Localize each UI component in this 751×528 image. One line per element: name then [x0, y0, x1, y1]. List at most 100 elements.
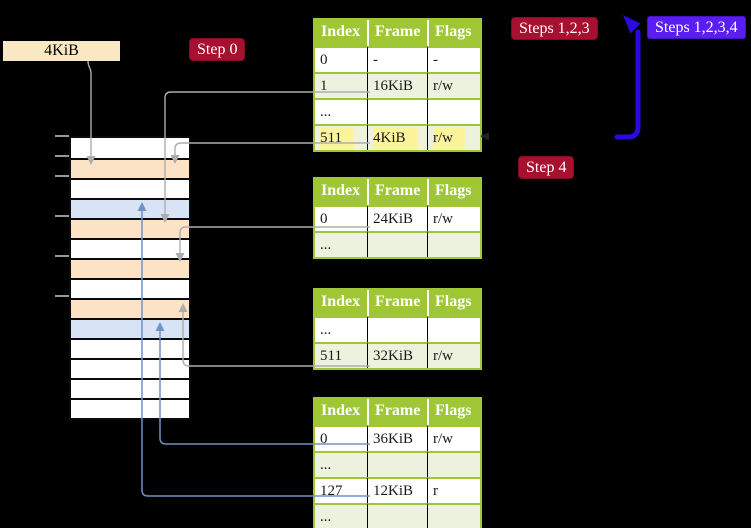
- table-cell-text: ...: [320, 322, 332, 338]
- memory-cell-peach: [71, 158, 189, 178]
- table-cell: 511: [315, 124, 367, 150]
- table-cell: ...: [315, 231, 367, 257]
- table-cell: 1: [315, 72, 367, 98]
- table-cell: [427, 231, 480, 257]
- table-cell-text: r/w: [433, 348, 453, 364]
- table-cell-text: -: [373, 52, 378, 68]
- frame-size-label: 4KiB: [3, 41, 120, 61]
- memory-tick: [55, 255, 69, 257]
- table-cell-text: 12KiB: [373, 483, 414, 499]
- table-cell-text: 511: [320, 348, 342, 364]
- memory-cell-blue: [71, 198, 189, 218]
- table-cell: [427, 451, 480, 477]
- table-cell: [427, 98, 480, 124]
- badge-steps123: Steps 1,2,3: [511, 17, 598, 40]
- table-cell-text: -: [433, 52, 438, 68]
- column-header: Frame: [367, 290, 427, 316]
- table-cell-text: 0: [320, 431, 328, 447]
- table-cell-text: 36KiB: [373, 431, 414, 447]
- column-header: Flags: [427, 399, 480, 425]
- table-cell-text: ...: [320, 237, 332, 253]
- memory-tick: [55, 215, 69, 217]
- table-cell-text: 4KiB: [373, 127, 418, 149]
- table-cell: r/w: [427, 425, 480, 451]
- table-cell: 127: [315, 477, 367, 503]
- table-cell-text: r/w: [433, 78, 453, 94]
- table-cell: [367, 503, 427, 528]
- table-cell: r/w: [427, 342, 480, 368]
- table-cell: 24KiB: [367, 205, 427, 231]
- memory-cell-peach: [71, 218, 189, 238]
- table-cell-text: 16KiB: [373, 78, 414, 94]
- column-header: Index: [315, 179, 367, 205]
- table-cell: 12KiB: [367, 477, 427, 503]
- memory-cell-white: [71, 358, 189, 378]
- memory-tick: [55, 175, 69, 177]
- table-cell: 36KiB: [367, 425, 427, 451]
- table-cell: [367, 451, 427, 477]
- table-cell-text: 1: [320, 78, 328, 94]
- column-header: Index: [315, 399, 367, 425]
- memory-cell-white: [71, 338, 189, 358]
- table-cell: [367, 98, 427, 124]
- recursive-loop-arrow: [614, 29, 641, 140]
- column-header: Frame: [367, 179, 427, 205]
- column-header: Frame: [367, 20, 427, 46]
- badge-steps1234: Steps 1,2,3,4: [647, 16, 746, 39]
- table-cell-text: r: [433, 483, 438, 499]
- table-cell-text: ...: [320, 509, 332, 525]
- memory-cell-white: [71, 238, 189, 258]
- table-cell-text: 0: [320, 211, 328, 227]
- column-header: Index: [315, 20, 367, 46]
- table-cell: -: [427, 46, 480, 72]
- table-cell-text: r/w: [433, 127, 465, 149]
- table-cell: r/w: [427, 205, 480, 231]
- recursive-loop-arrowhead: [623, 15, 641, 34]
- table-cell-text: ...: [320, 104, 332, 120]
- table-cell: 0: [315, 205, 367, 231]
- table-cell: ...: [315, 98, 367, 124]
- table-cell-text: ...: [320, 457, 332, 473]
- table-cell: r: [427, 477, 480, 503]
- memory-cell-white: [71, 278, 189, 298]
- table-cell-text: 32KiB: [373, 348, 414, 364]
- table-cell: [367, 231, 427, 257]
- badge-step0: Step 0: [189, 38, 246, 61]
- table-cell: ...: [315, 316, 367, 342]
- column-header: Flags: [427, 290, 480, 316]
- memory-tick: [55, 155, 69, 157]
- column-header: Flags: [427, 20, 480, 46]
- table-cell-text: 0: [320, 52, 328, 68]
- memory-cell-blue: [71, 318, 189, 338]
- table-cell: 4KiB: [367, 124, 427, 150]
- badge-step4: Step 4: [518, 156, 575, 179]
- memory-cell-white: [71, 398, 189, 418]
- table-cell: ...: [315, 451, 367, 477]
- memory-cell-white: [71, 378, 189, 398]
- memory-cell-white: [71, 178, 189, 198]
- table-cell-text: 511: [320, 127, 354, 149]
- column-header: Frame: [367, 399, 427, 425]
- table-cell: r/w: [427, 124, 480, 150]
- memory-cell-peach: [71, 298, 189, 318]
- table-cell: [427, 316, 480, 342]
- memory-cell-peach: [71, 258, 189, 278]
- table-cell: 32KiB: [367, 342, 427, 368]
- column-header: Flags: [427, 179, 480, 205]
- table-cell: -: [367, 46, 427, 72]
- table-cell: 511: [315, 342, 367, 368]
- table-cell: 16KiB: [367, 72, 427, 98]
- table-cell-text: r/w: [433, 431, 453, 447]
- table-cell: 0: [315, 425, 367, 451]
- memory-tick: [55, 295, 69, 297]
- table-cell-text: 24KiB: [373, 211, 414, 227]
- table-cell: 0: [315, 46, 367, 72]
- table-cell-text: 127: [320, 483, 343, 499]
- table-cell: r/w: [427, 72, 480, 98]
- table-cell: [367, 316, 427, 342]
